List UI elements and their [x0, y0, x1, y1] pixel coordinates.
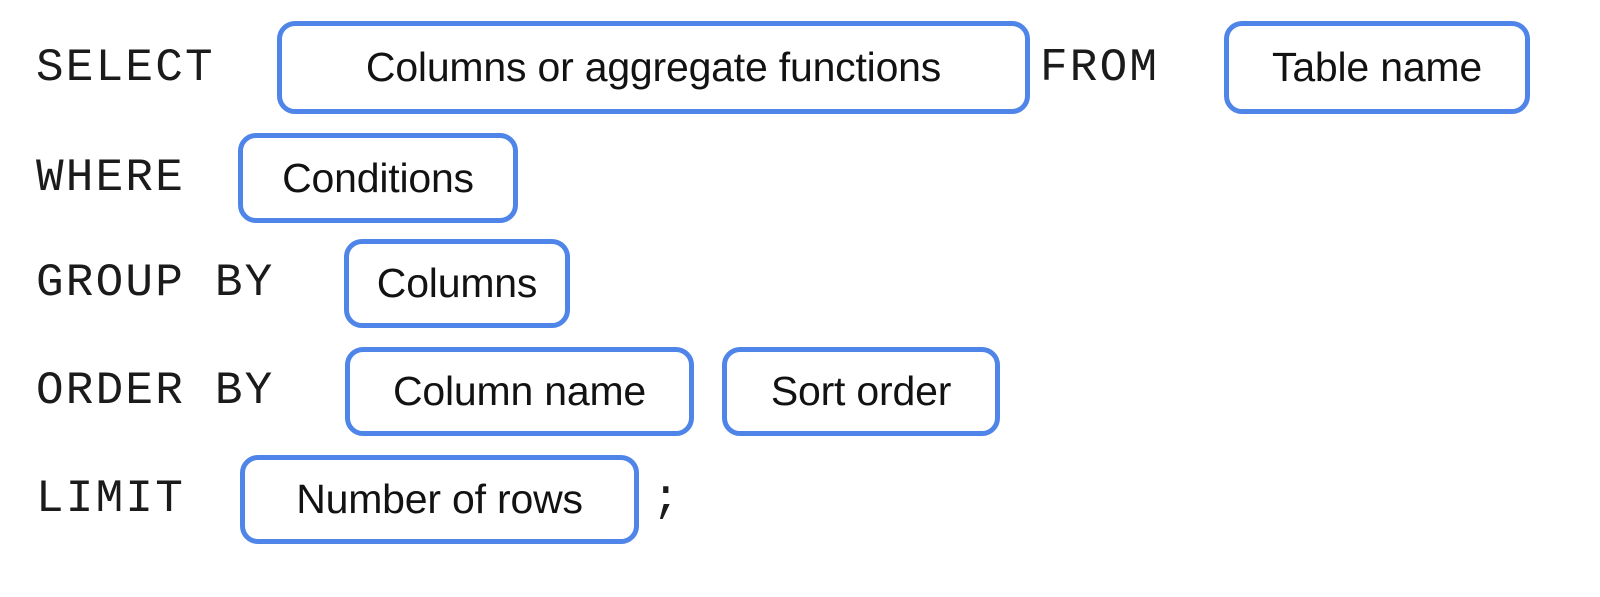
slot-order-by-sort-order[interactable]: Sort order: [722, 347, 1000, 436]
slot-where-conditions[interactable]: Conditions: [238, 133, 518, 223]
slot-select-columns[interactable]: Columns or aggregate functions: [277, 21, 1030, 114]
keyword-order-by: ORDER BY: [36, 365, 275, 417]
slot-limit-number-of-rows-label: Number of rows: [296, 476, 583, 522]
keyword-where: WHERE: [36, 152, 186, 204]
keyword-limit: LIMIT: [36, 473, 186, 525]
slot-select-columns-label: Columns or aggregate functions: [365, 44, 942, 90]
slot-table-name-label: Table name: [1272, 44, 1482, 90]
slot-order-by-sort-order-label: Sort order: [770, 368, 952, 414]
slot-order-by-column-name[interactable]: Column name: [345, 347, 694, 436]
statement-terminator: ;: [652, 473, 680, 525]
slot-group-by-columns-label: Columns: [376, 260, 538, 306]
slot-group-by-columns[interactable]: Columns: [344, 239, 570, 328]
slot-limit-number-of-rows[interactable]: Number of rows: [240, 455, 639, 544]
keyword-from: FROM: [1040, 42, 1160, 94]
slot-order-by-column-name-label: Column name: [392, 368, 647, 414]
slot-table-name[interactable]: Table name: [1224, 21, 1530, 114]
keyword-select: SELECT: [36, 42, 215, 94]
keyword-group-by: GROUP BY: [36, 257, 275, 309]
slot-where-conditions-label: Conditions: [282, 154, 474, 201]
